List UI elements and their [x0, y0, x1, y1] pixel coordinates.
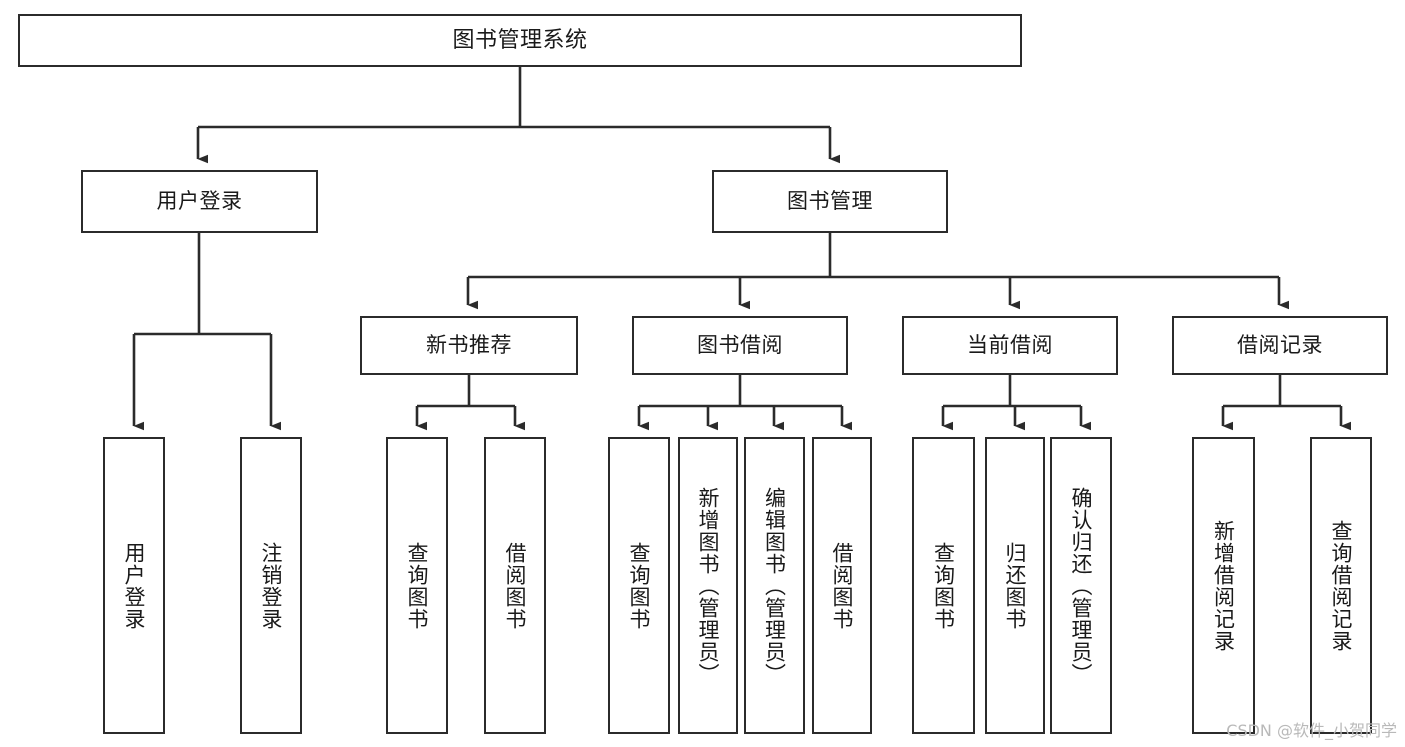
node-label: 查询图书: [405, 541, 430, 630]
node-l_br_query[interactable]: 查询借阅记录: [1310, 437, 1372, 734]
node-l_user_logout[interactable]: 注销登录: [240, 437, 302, 734]
watermark-text: CSDN @软件_小贺同学: [1226, 721, 1397, 740]
node-label: 用户登录: [156, 189, 243, 214]
node-l_nbr_query[interactable]: 查询图书: [386, 437, 448, 734]
node-label: 注销登录: [259, 541, 284, 630]
node-label: 借阅图书: [503, 541, 528, 630]
node-n_book_mgmt[interactable]: 图书管理: [712, 170, 948, 233]
node-l_user_login[interactable]: 用户登录: [103, 437, 165, 734]
node-l_bb_edit[interactable]: 编辑图书（管理员）: [744, 437, 805, 734]
node-label: 查询借阅记录: [1329, 519, 1354, 652]
node-n_borrow_record[interactable]: 借阅记录: [1172, 316, 1388, 375]
node-label: 用户登录: [122, 541, 147, 630]
node-label: 新增图书（管理员）: [696, 486, 721, 685]
node-n_current_borrow[interactable]: 当前借阅: [902, 316, 1118, 375]
node-l_bb_borrow[interactable]: 借阅图书: [812, 437, 872, 734]
node-label: 编辑图书（管理员）: [762, 486, 787, 685]
node-label: 借阅记录: [1237, 333, 1323, 358]
node-l_nbr_borrow[interactable]: 借阅图书: [484, 437, 546, 734]
node-n_new_book_rec[interactable]: 新书推荐: [360, 316, 578, 375]
node-label: 新书推荐: [426, 333, 512, 358]
node-l_cb_confirm[interactable]: 确认归还（管理员）: [1050, 437, 1112, 734]
node-n_book_borrow[interactable]: 图书借阅: [632, 316, 848, 375]
node-label: 查询图书: [627, 541, 652, 630]
node-l_br_add[interactable]: 新增借阅记录: [1192, 437, 1255, 734]
node-label: 图书管理: [787, 189, 873, 214]
node-l_cb_query[interactable]: 查询图书: [912, 437, 975, 734]
node-label: 当前借阅: [967, 333, 1053, 358]
node-label: 借阅图书: [830, 541, 855, 630]
node-l_cb_return[interactable]: 归还图书: [985, 437, 1045, 734]
node-l_bb_add[interactable]: 新增图书（管理员）: [678, 437, 738, 734]
node-l_bb_query[interactable]: 查询图书: [608, 437, 670, 734]
node-label: 图书借阅: [697, 333, 783, 358]
node-root[interactable]: 图书管理系统: [18, 14, 1022, 67]
node-label: 确认归还（管理员）: [1069, 486, 1094, 685]
node-n_user_login[interactable]: 用户登录: [81, 170, 318, 233]
node-label: 图书管理系统: [452, 27, 588, 53]
node-label: 查询图书: [931, 541, 956, 630]
node-label: 新增借阅记录: [1211, 519, 1236, 652]
node-label: 归还图书: [1003, 541, 1028, 630]
